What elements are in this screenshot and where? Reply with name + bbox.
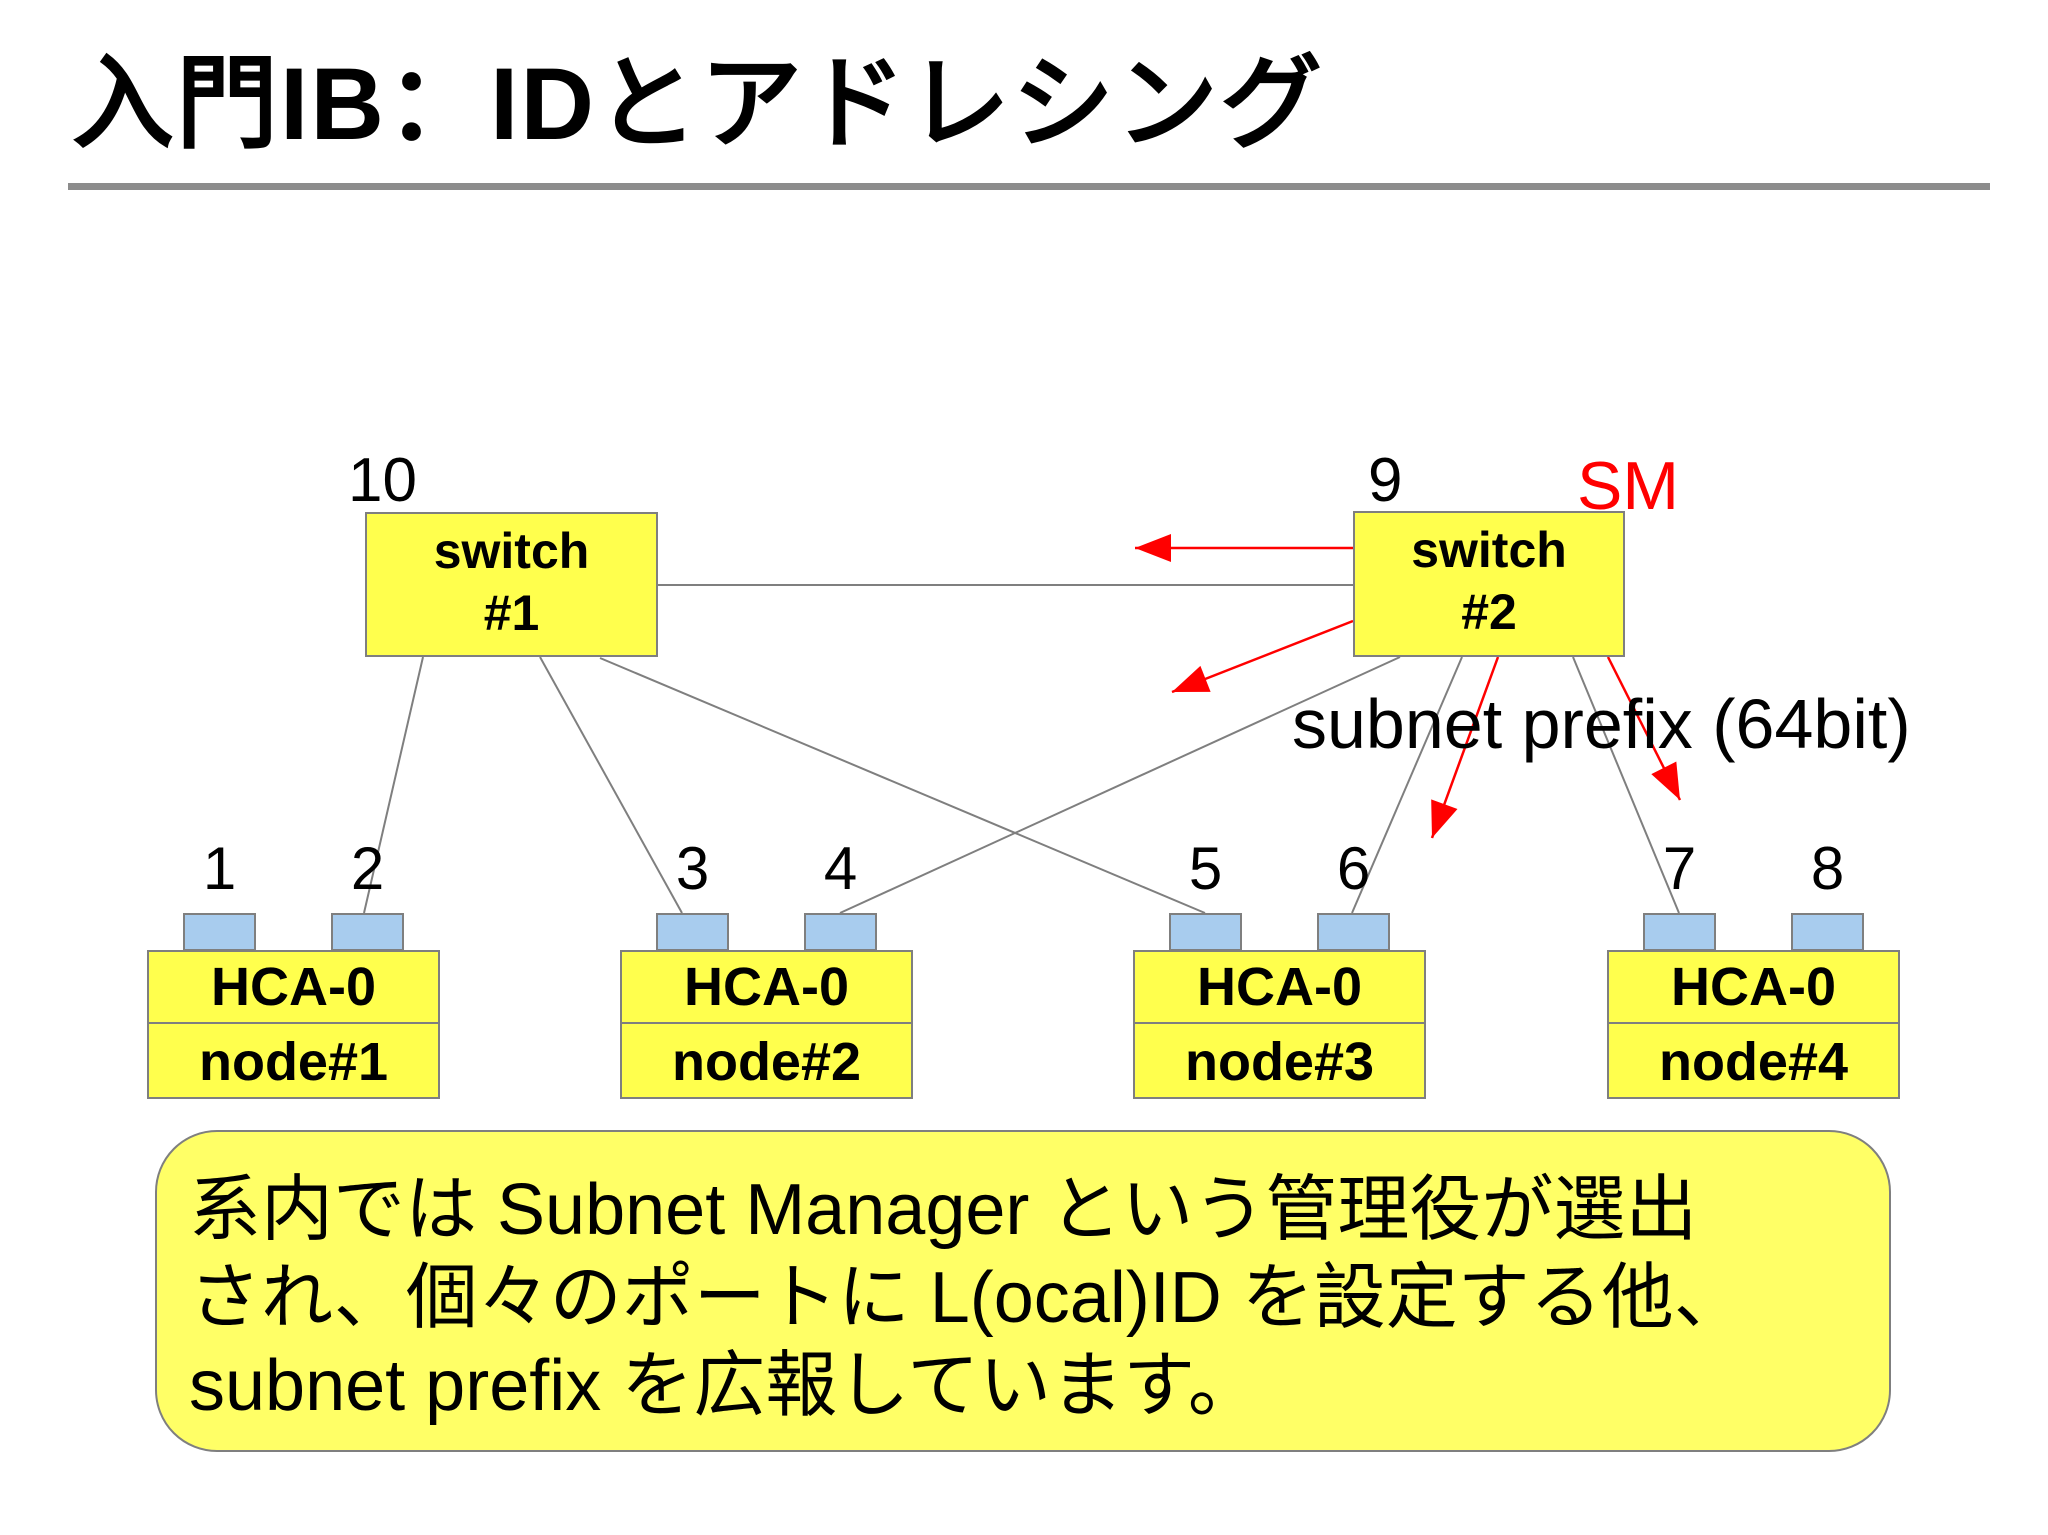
- switch1-lid: 10: [348, 446, 417, 515]
- port5-label: 5: [1188, 835, 1223, 902]
- switch1-box: switch #1: [365, 512, 658, 657]
- node-2: 3 4 HCA-0 node#2: [620, 839, 913, 1099]
- note-line-1: 系内では Subnet Manager という管理役が選出: [189, 1170, 1698, 1250]
- switch2-label-line1: switch: [1411, 522, 1567, 578]
- node2-hca-label: HCA-0: [622, 952, 911, 1024]
- title-underline: [68, 183, 1990, 190]
- port4-label: 4: [823, 835, 858, 902]
- link-switch2-port4: [839, 656, 1401, 914]
- node-4: 7 8 HCA-0 node#4: [1607, 839, 1900, 1099]
- port3-label: 3: [675, 835, 710, 902]
- node-3: 5 6 HCA-0 node#3: [1133, 839, 1426, 1099]
- node3-name-label: node#3: [1184, 1032, 1375, 1092]
- port-4: [804, 913, 877, 951]
- node3-body: HCA-0 node#3: [1133, 950, 1426, 1099]
- port-8: [1791, 913, 1864, 951]
- sm-broadcast-arrow-port7: [1606, 656, 1682, 801]
- port-7: [1643, 913, 1716, 951]
- link-switch1-port5: [599, 657, 1206, 914]
- node4-body: HCA-0 node#4: [1607, 950, 1900, 1099]
- port-5: [1169, 913, 1242, 951]
- node1-hca-label: HCA-0: [149, 952, 438, 1024]
- node4-hca-label: HCA-0: [1609, 952, 1898, 1024]
- port-6: [1317, 913, 1390, 951]
- port6-label: 6: [1336, 835, 1371, 902]
- page-title: 入門IB：IDとアドレシング: [72, 47, 1324, 161]
- subnet-manager-label: SM: [1577, 448, 1679, 524]
- switch1-label-line1: switch: [433, 523, 590, 579]
- port8-label: 8: [1810, 835, 1845, 902]
- subnet-manager-note: 系内では Subnet Manager という管理役が選出 され、個々のポートに…: [155, 1130, 1891, 1452]
- port-2: [331, 913, 404, 951]
- port7-label: 7: [1662, 835, 1697, 902]
- port-1: [183, 913, 256, 951]
- node1-name-label: node#1: [198, 1032, 389, 1092]
- node2-name-label: node#2: [671, 1032, 862, 1092]
- switch2-lid: 9: [1368, 446, 1403, 515]
- note-line-3: subnet prefix を広報しています。: [189, 1346, 1260, 1426]
- link-switch1-port3: [539, 656, 683, 914]
- switch2-label-line2: #2: [1461, 584, 1517, 640]
- link-switch2-port7: [1572, 656, 1680, 914]
- subnet-prefix-label: subnet prefix (64bit): [1292, 685, 1911, 763]
- node3-hca-label: HCA-0: [1135, 952, 1424, 1024]
- node1-body: HCA-0 node#1: [147, 950, 440, 1099]
- switch2-box: switch #2: [1353, 511, 1625, 657]
- switch1-label-line2: #1: [483, 585, 540, 641]
- port1-label: 1: [202, 835, 237, 902]
- sm-broadcast-arrow-port6: [1430, 656, 1500, 839]
- node-1: 1 2 HCA-0 node#1: [147, 839, 440, 1099]
- node4-name-label: node#4: [1658, 1032, 1849, 1092]
- port2-label: 2: [350, 835, 385, 902]
- node2-body: HCA-0 node#2: [620, 950, 913, 1099]
- link-switch1-port2: [363, 656, 424, 914]
- note-line-2: され、個々のポートに L(ocal)ID を設定する他、: [189, 1258, 1746, 1338]
- sm-broadcast-arrow-downleft: [1171, 619, 1354, 694]
- link-switch2-port6: [1351, 656, 1463, 914]
- port-3: [656, 913, 729, 951]
